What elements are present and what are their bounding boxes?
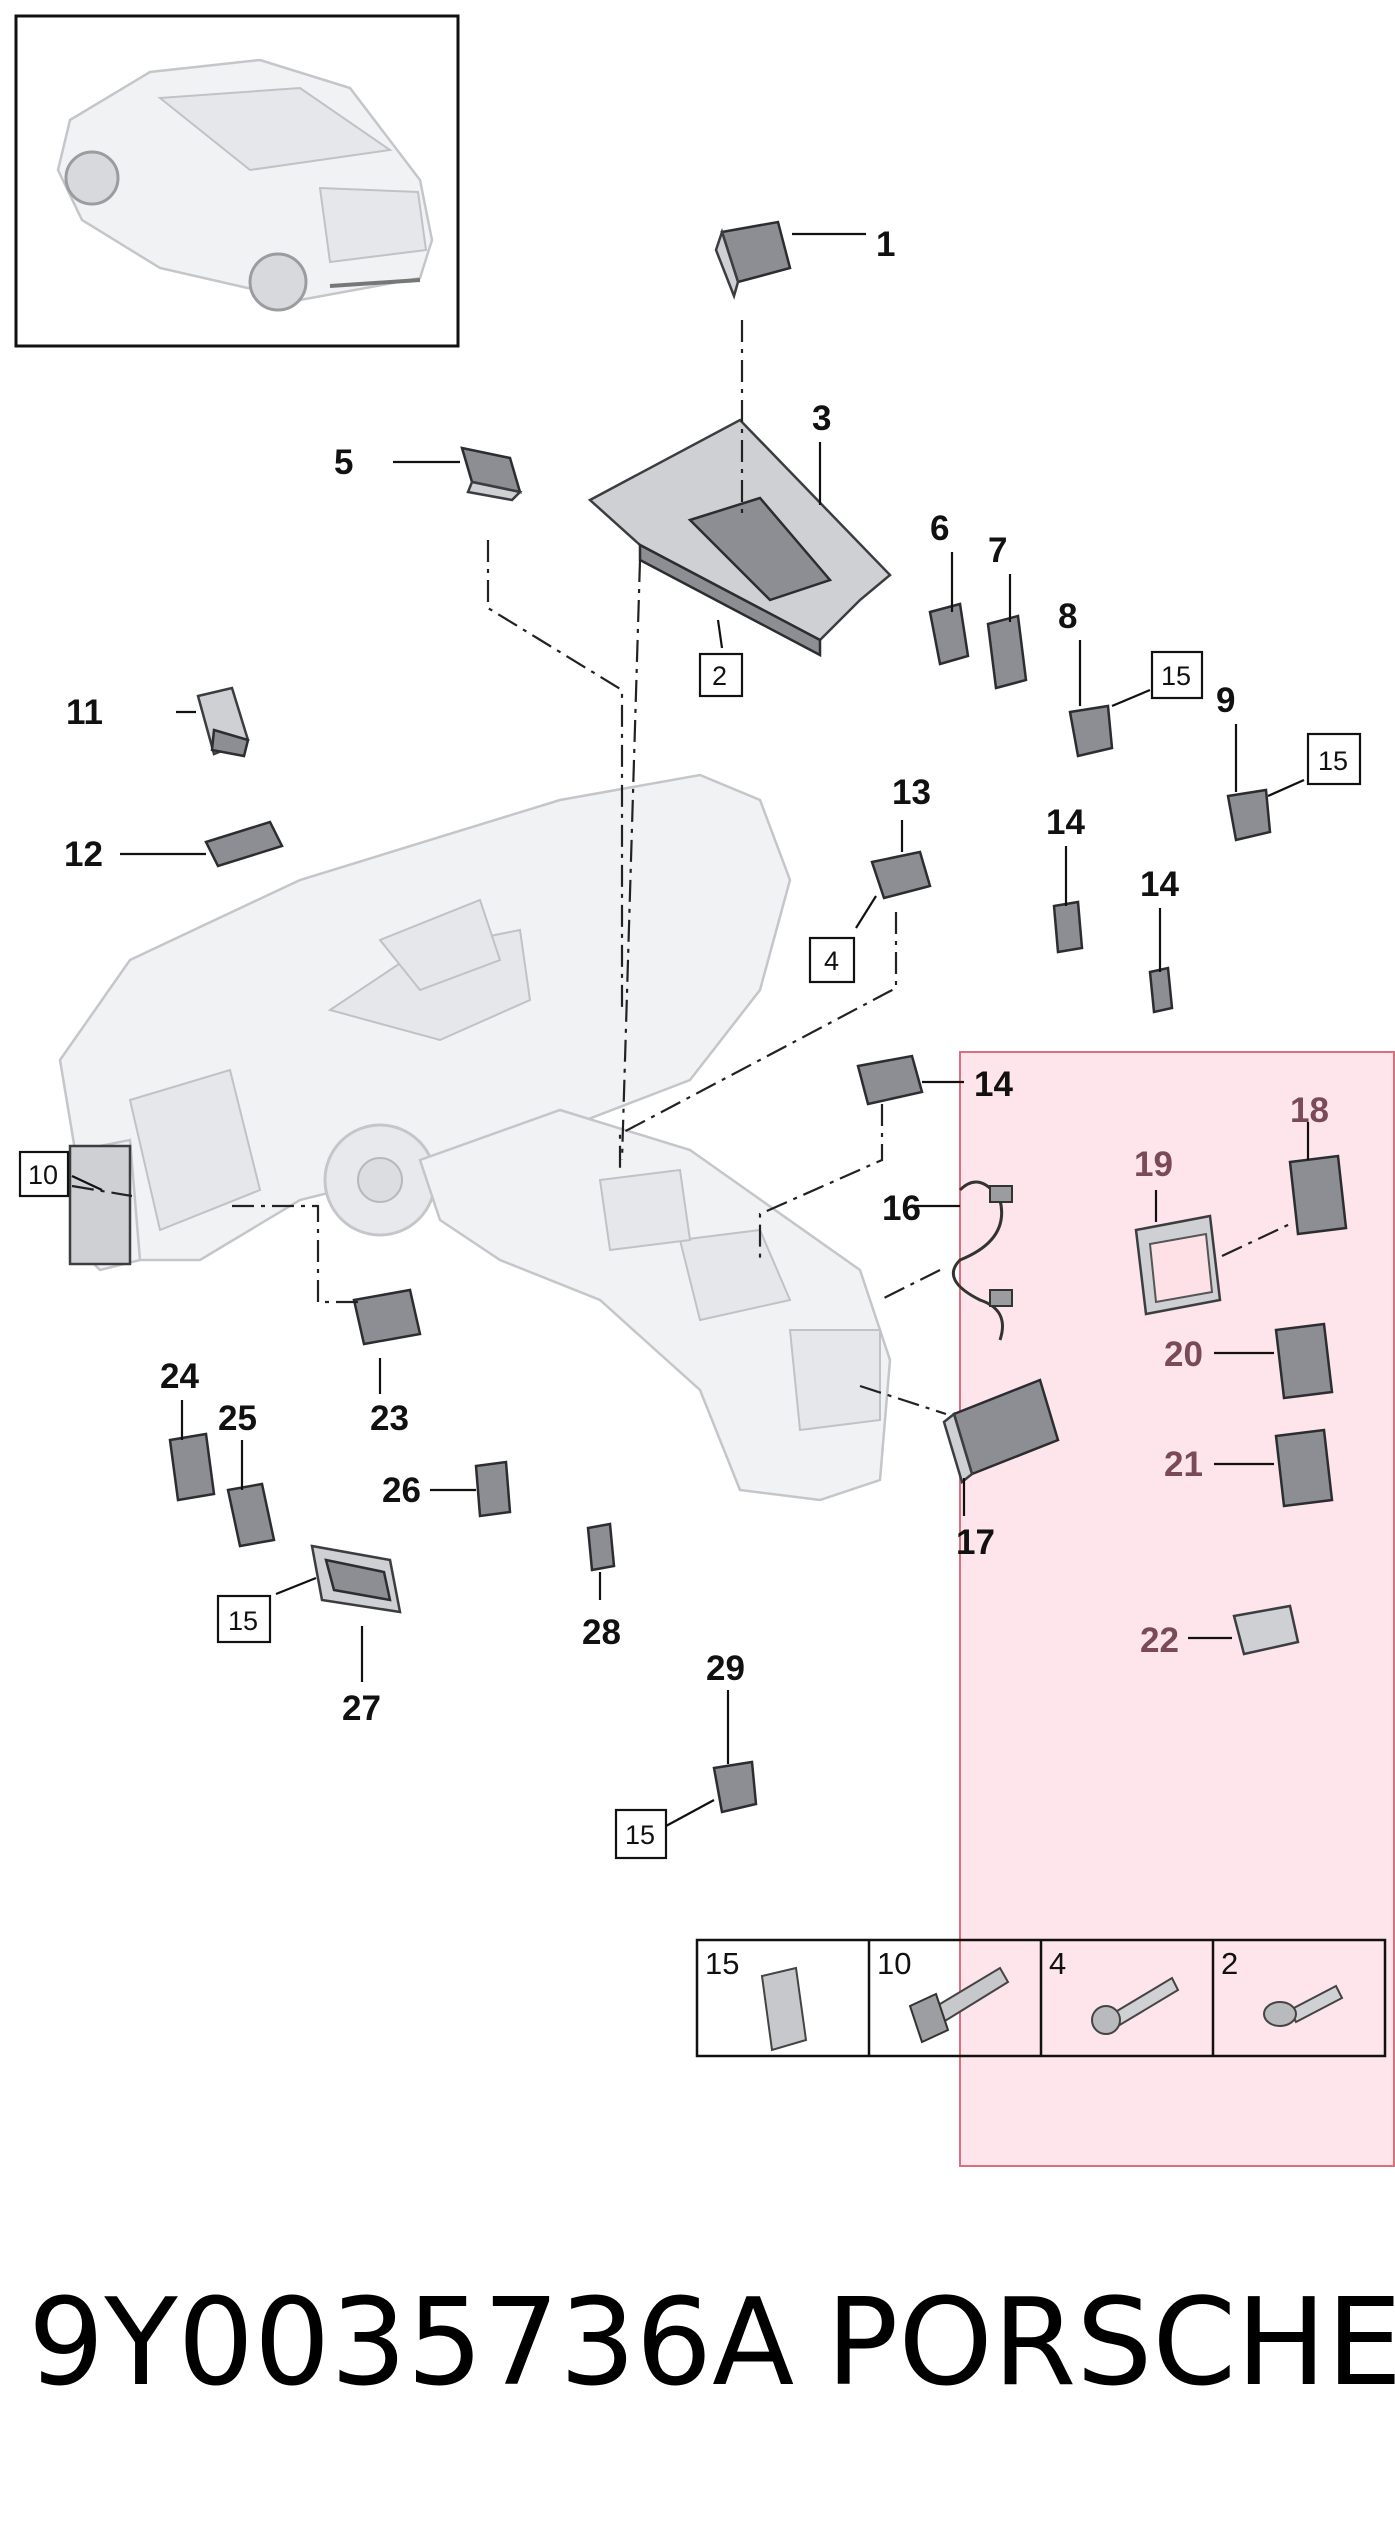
callout-14b: 9: [1216, 681, 1235, 720]
callout-21: 14: [1140, 865, 1179, 904]
part-cable-8: [951, 1180, 1013, 1341]
callout-6: 14: [974, 1065, 1013, 1104]
part-switch-19: [928, 602, 970, 666]
center-console-ghost: [418, 1108, 892, 1502]
callout-14c: 29: [706, 1649, 745, 1688]
assembly-lines: [71, 320, 1291, 1416]
part-bracket-10: [68, 1144, 132, 1266]
clip-icon: [760, 1966, 808, 2052]
part-switch-17: [1052, 900, 1084, 954]
hardware-cell-15: 15: [705, 1946, 808, 2052]
dashboard-ghost: [58, 773, 792, 1262]
callouts: 1 3 5 6 7 8 9 11 12 13 14 14 14 16 17 18…: [64, 225, 1329, 1728]
svg-text:2: 2: [1221, 1946, 1238, 1981]
callout-16: 26: [382, 1471, 421, 1510]
callout-20: 28: [582, 1613, 621, 1652]
flange-bolt-icon: [908, 1966, 1010, 2044]
part-switch-22: [1288, 1154, 1348, 1236]
callout-28: 25: [218, 1399, 257, 1438]
callout-26: 11: [66, 693, 103, 732]
svg-text:15: 15: [625, 1820, 655, 1850]
part-knob-9: [352, 1288, 422, 1346]
callout-18: 24: [160, 1357, 199, 1396]
brand-text: PORSCHE: [826, 2274, 1395, 2413]
part-panel-1: [587, 418, 892, 658]
callout-17: 14: [1046, 803, 1085, 842]
boxed-ref-10: 10: [18, 1150, 70, 1198]
callout-12: 22: [1140, 1621, 1179, 1660]
svg-text:15: 15: [228, 1606, 258, 1636]
boxed-ref-15d: 15: [614, 1808, 668, 1860]
callout-3: 13: [892, 773, 931, 812]
part-switch-21: [1148, 966, 1174, 1014]
part-trim-27: [204, 820, 284, 868]
boxed-ref-15c: 15: [216, 1594, 272, 1644]
part-switch-23: [1274, 1322, 1334, 1400]
callout-13: 27: [342, 1689, 381, 1728]
callout-23: 20: [1164, 1335, 1203, 1374]
svg-text:2: 2: [712, 661, 727, 691]
vehicle-thumbnail: [14, 14, 460, 348]
screw-washer-icon: [1263, 1984, 1344, 2027]
callout-22: 18: [1290, 1091, 1329, 1130]
svg-text:15: 15: [1318, 746, 1348, 776]
part-switch-24: [1274, 1428, 1334, 1508]
callout-11: 5: [334, 443, 353, 482]
hardware-table: 15 10 4 2: [695, 1938, 1387, 2058]
callout-5: 1: [876, 225, 895, 264]
boxed-ref-15b: 15: [1306, 732, 1362, 786]
part-socket-14b: [1226, 788, 1272, 842]
boxed-ref-15a: 15: [1150, 650, 1204, 700]
hardware-cell-10: 10: [877, 1946, 1010, 2044]
part-switch-16: [474, 1460, 512, 1518]
part-switch-20: [586, 1522, 616, 1572]
boxed-refs: 2 4 10 15 15 15 15: [18, 650, 1362, 1860]
svg-text:10: 10: [28, 1160, 58, 1190]
svg-text:10: 10: [877, 1946, 911, 1981]
callout-1: 3: [812, 399, 831, 438]
part-switch-11: [460, 446, 523, 502]
callout-14a: 8: [1058, 597, 1077, 636]
part-tray-13: [310, 1544, 402, 1614]
leader-lines: [71, 232, 1310, 1827]
part-socket-14a: [1068, 704, 1114, 758]
part-display-7: [942, 1378, 1060, 1485]
part-switch-29: [986, 614, 1028, 690]
part-switch-18: [168, 1432, 216, 1502]
part-sensor-26: [196, 686, 250, 758]
screw-icon: [1091, 1976, 1180, 2035]
callout-29: 7: [988, 531, 1007, 570]
part-number-text: 9Y0035736A: [28, 2274, 794, 2413]
callout-24: 21: [1164, 1445, 1203, 1484]
callout-25: 19: [1134, 1145, 1173, 1184]
hardware-cell-4: 4: [1049, 1946, 1180, 2035]
svg-text:4: 4: [1049, 1946, 1066, 1981]
hardware-cell-2: 2: [1221, 1946, 1344, 2027]
part-switch-5: [714, 220, 792, 300]
svg-text:15: 15: [705, 1946, 739, 1981]
boxed-ref-2: 2: [698, 652, 744, 698]
callout-7: 17: [956, 1523, 995, 1562]
part-switch-3: [870, 850, 932, 900]
part-socket-14c: [712, 1760, 758, 1814]
boxed-ref-4: 4: [808, 936, 856, 984]
callout-27: 12: [64, 835, 103, 874]
part-bezel-25: [1134, 1214, 1222, 1316]
part-switch-6: [856, 1054, 924, 1106]
callout-9: 23: [370, 1399, 409, 1438]
callout-8: 16: [882, 1189, 921, 1228]
callout-19: 6: [930, 509, 949, 548]
svg-text:4: 4: [824, 946, 839, 976]
part-switch-28: [226, 1482, 276, 1548]
part-socket-12: [1232, 1604, 1300, 1656]
svg-text:15: 15: [1161, 661, 1191, 691]
